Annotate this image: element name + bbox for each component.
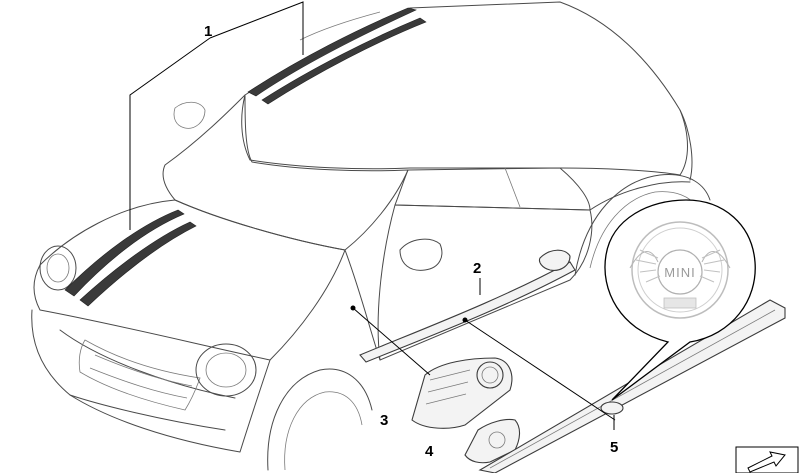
mini-wings-badge-icon: MINI [629, 221, 731, 319]
part-3-sill-panel [411, 357, 513, 429]
callout-1: 1 [204, 23, 212, 40]
leader-lines [129, 1, 616, 430]
badge-brand-text: MINI [664, 265, 695, 280]
callout-2: 2 [473, 260, 481, 277]
callout-4: 4 [425, 443, 434, 460]
callout-5: 5 [610, 439, 618, 456]
side-sill-trim [359, 249, 576, 363]
callout-3: 3 [380, 412, 388, 429]
badge-detail-bubble: MINI [604, 199, 756, 401]
next-arrow-icon[interactable] [735, 446, 799, 473]
car-outline-icon [31, 1, 711, 471]
part-4-small-trim [464, 418, 521, 464]
bonnet-stripes [64, 7, 427, 307]
